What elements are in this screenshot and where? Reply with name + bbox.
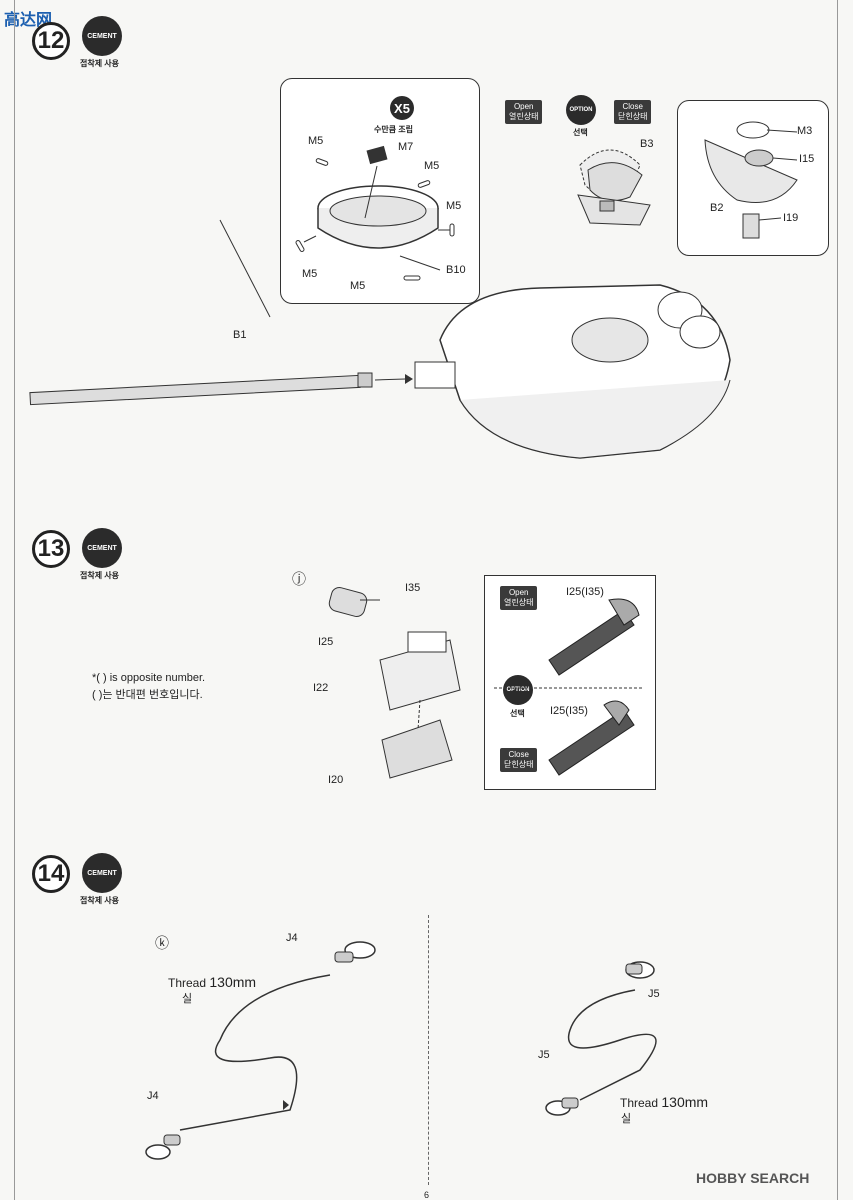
part-j4: J4: [147, 1090, 159, 1102]
part-i22: I22: [313, 682, 329, 694]
cement-icon-label: CEMENT: [87, 32, 117, 40]
note-en: *( ) is opposite number.: [92, 672, 206, 684]
brand-watermark: HOBBY SEARCH: [696, 1170, 810, 1186]
thread-right-drawing: [545, 961, 657, 1116]
option-icon-label: OPTION: [569, 107, 593, 113]
step-14-number: 14: [32, 855, 70, 893]
part-j4: J4: [286, 932, 298, 944]
part-m7: M7: [398, 141, 414, 153]
hatch-parts-drawing: [577, 149, 651, 226]
divider-line: [428, 915, 429, 1185]
cement-icon: CEMENT: [82, 853, 122, 893]
part-b3: B3: [640, 138, 654, 150]
cement-caption: 접착제 사용: [80, 571, 120, 580]
step-12-number: 12: [32, 22, 70, 60]
open-tag-ko: 열린상태: [509, 112, 539, 121]
part-i35: I35: [405, 582, 421, 594]
part-m5: M5: [308, 135, 324, 147]
hatch-inset-drawing: [704, 121, 798, 239]
part-b2: B2: [710, 202, 724, 214]
sub-marker-k: ⓚ: [155, 935, 169, 951]
part-m3: M3: [797, 125, 813, 137]
part-m5: M5: [424, 160, 440, 172]
part-i25-i35: I25(I35): [566, 586, 604, 598]
sub-marker-j: ⓙ: [292, 571, 306, 587]
cement-icon: CEMENT: [82, 528, 122, 568]
option-caption: 선택: [573, 128, 588, 137]
page-border: [14, 0, 838, 1200]
thread-label-ko: 실: [182, 993, 193, 1005]
vision-block-drawing: [328, 587, 461, 779]
part-j5: J5: [538, 1049, 550, 1061]
thread-label-length: 130mm: [209, 974, 257, 990]
thread-label-en: Thread: [620, 1096, 659, 1110]
x5-badge: X5: [390, 96, 414, 120]
thread-label: Thread 130mm: [168, 974, 256, 990]
close-tag-ko: 닫힌상태: [504, 760, 534, 769]
open-tag-en: Open: [508, 588, 529, 597]
thread-label: Thread 130mm: [620, 1094, 708, 1110]
open-tag-en: Open: [513, 102, 534, 111]
part-i20: I20: [328, 774, 344, 786]
vision-option-drawing: [494, 598, 644, 776]
option-caption: 선택: [510, 709, 525, 718]
inset-ring-drawing: [295, 145, 455, 281]
page-number: 6: [424, 1190, 430, 1200]
part-i15: I15: [799, 153, 815, 165]
thread-label-en: Thread: [168, 976, 207, 990]
part-i25: I25: [318, 636, 334, 648]
thread-label-length: 130mm: [661, 1094, 709, 1110]
x5-caption: 수만큼 조립: [374, 125, 414, 134]
part-b1: B1: [233, 329, 247, 341]
turret-drawing: [29, 219, 731, 459]
cement-icon-label: CEMENT: [87, 544, 117, 552]
close-tag-ko: 닫힌상태: [618, 112, 648, 121]
part-i25-i35: I25(I35): [550, 705, 588, 717]
thread-left-drawing: [145, 941, 376, 1160]
option-icon: OPTION: [566, 95, 596, 125]
part-m5: M5: [446, 200, 462, 212]
cement-icon-label: CEMENT: [87, 869, 117, 877]
part-b10: B10: [446, 264, 466, 276]
close-tag-en: Close: [622, 102, 643, 111]
cement-caption: 접착제 사용: [80, 59, 120, 68]
note-ko: ( )는 반대편 번호입니다.: [92, 689, 203, 701]
open-tag-ko: 열린상태: [504, 598, 534, 607]
part-j5: J5: [648, 988, 660, 1000]
part-m5: M5: [302, 268, 318, 280]
part-i19: I19: [783, 212, 799, 224]
option-icon: OPTION: [503, 675, 533, 705]
close-tag-en: Close: [508, 750, 529, 759]
thread-label-ko: 실: [621, 1113, 632, 1125]
step-13-number: 13: [32, 530, 70, 568]
option-icon-label: OPTION: [506, 687, 530, 693]
cement-caption: 접착제 사용: [80, 896, 120, 905]
part-m5: M5: [350, 280, 366, 292]
cement-icon: CEMENT: [82, 16, 122, 56]
